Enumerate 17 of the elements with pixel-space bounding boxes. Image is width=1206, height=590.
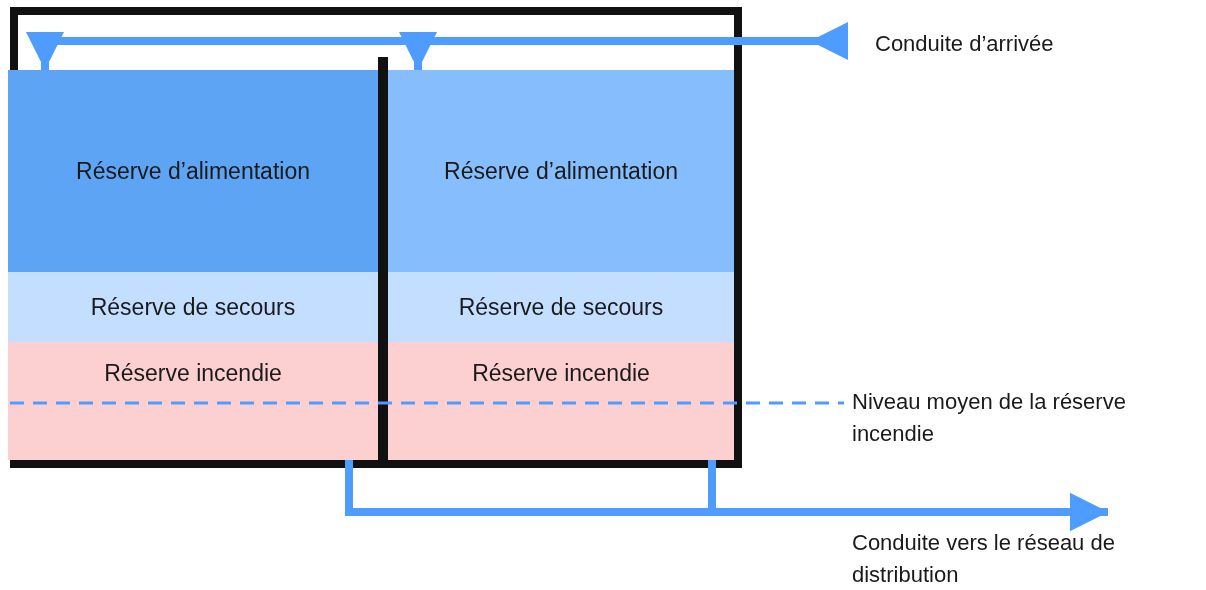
emergency-reserve-band [388,272,734,342]
pipe-arrow [26,22,848,70]
pipe-label: Conduite d’arrivée [875,28,1155,62]
reserve-label: Réserve incendie [472,360,650,387]
reserve-label: Réserve de secours [90,293,296,321]
reserve-label: Réserve d’alimentation [444,157,678,185]
tank-outline [10,7,742,468]
pipe-label: Conduite vers le réseau de distribution [852,527,1202,590]
reserve-label: Réserve de secours [458,293,664,321]
reserve-label: Réserve incendie [104,360,282,387]
emergency-reserve-band [8,272,378,342]
fire-reserve-band [388,342,734,460]
reserve-label: Réserve d’alimentation [76,157,310,185]
level-label: Niveau moyen de la réserve incendie [852,388,1127,448]
fire-reserve-band [8,342,378,460]
supply-reserve-band [8,70,378,272]
supply-reserve-band [388,70,734,272]
